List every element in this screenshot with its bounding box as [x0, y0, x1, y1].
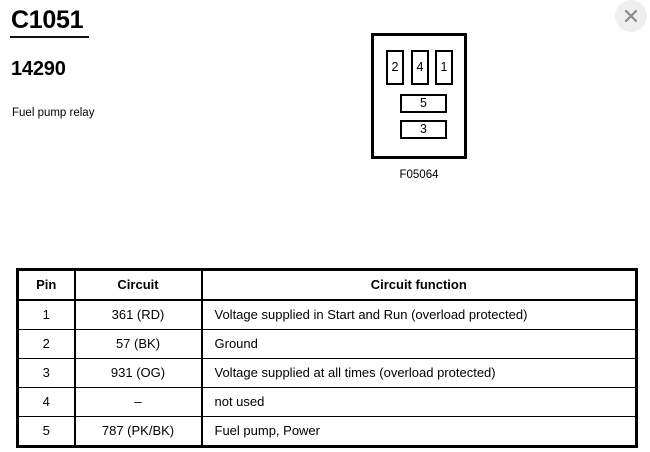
- table-row: 2 57 (BK) Ground: [16, 329, 638, 359]
- connector-code: C1051: [11, 6, 84, 34]
- table-row: 3 931 (OG) Voltage supplied at all times…: [16, 358, 638, 388]
- cell-circuit: 361 (RD): [74, 299, 202, 330]
- connector-slot-2: 2: [386, 50, 404, 85]
- cell-circuit-function: Voltage supplied at all times (overload …: [200, 358, 638, 388]
- cell-circuit: –: [74, 387, 202, 417]
- table-row: 1 361 (RD) Voltage supplied in Start and…: [16, 299, 638, 330]
- cell-circuit: 931 (OG): [74, 358, 202, 388]
- cell-circuit-function: not used: [200, 387, 638, 417]
- cell-pin: 2: [16, 329, 76, 359]
- cell-circuit: 787 (PK/BK): [74, 416, 202, 448]
- cell-circuit: 57 (BK): [74, 329, 202, 359]
- connector-slot-1: 1: [435, 50, 453, 85]
- connector-slot-4: 4: [411, 50, 429, 85]
- column-header-pin: Pin: [16, 268, 76, 301]
- connector-diagram: 2 4 1 5 3: [371, 33, 467, 159]
- close-icon: [615, 0, 647, 32]
- cell-pin: 4: [16, 387, 76, 417]
- connector-slot-3: 3: [400, 120, 447, 139]
- table-row: 4 – not used: [16, 387, 638, 417]
- cell-circuit-function: Voltage supplied in Start and Run (overl…: [200, 299, 638, 330]
- cell-pin: 3: [16, 358, 76, 388]
- cell-pin: 5: [16, 416, 76, 448]
- connector-slot-5: 5: [400, 94, 447, 113]
- part-number: 14290: [11, 58, 66, 80]
- column-header-circuit: Circuit: [74, 268, 202, 301]
- cell-circuit-function: Fuel pump, Power: [200, 416, 638, 448]
- column-header-circuit-function: Circuit function: [200, 268, 638, 301]
- table-header-row: Pin Circuit Circuit function: [16, 268, 638, 301]
- table-row: 5 787 (PK/BK) Fuel pump, Power: [16, 416, 638, 448]
- pin-table: Pin Circuit Circuit function 1 361 (RD) …: [16, 268, 638, 448]
- component-name: Fuel pump relay: [12, 107, 95, 119]
- cell-pin: 1: [16, 299, 76, 330]
- close-button[interactable]: [615, 0, 647, 32]
- diagram-figure-label: F05064: [399, 169, 439, 181]
- connector-code-underline: [10, 36, 89, 38]
- cell-circuit-function: Ground: [200, 329, 638, 359]
